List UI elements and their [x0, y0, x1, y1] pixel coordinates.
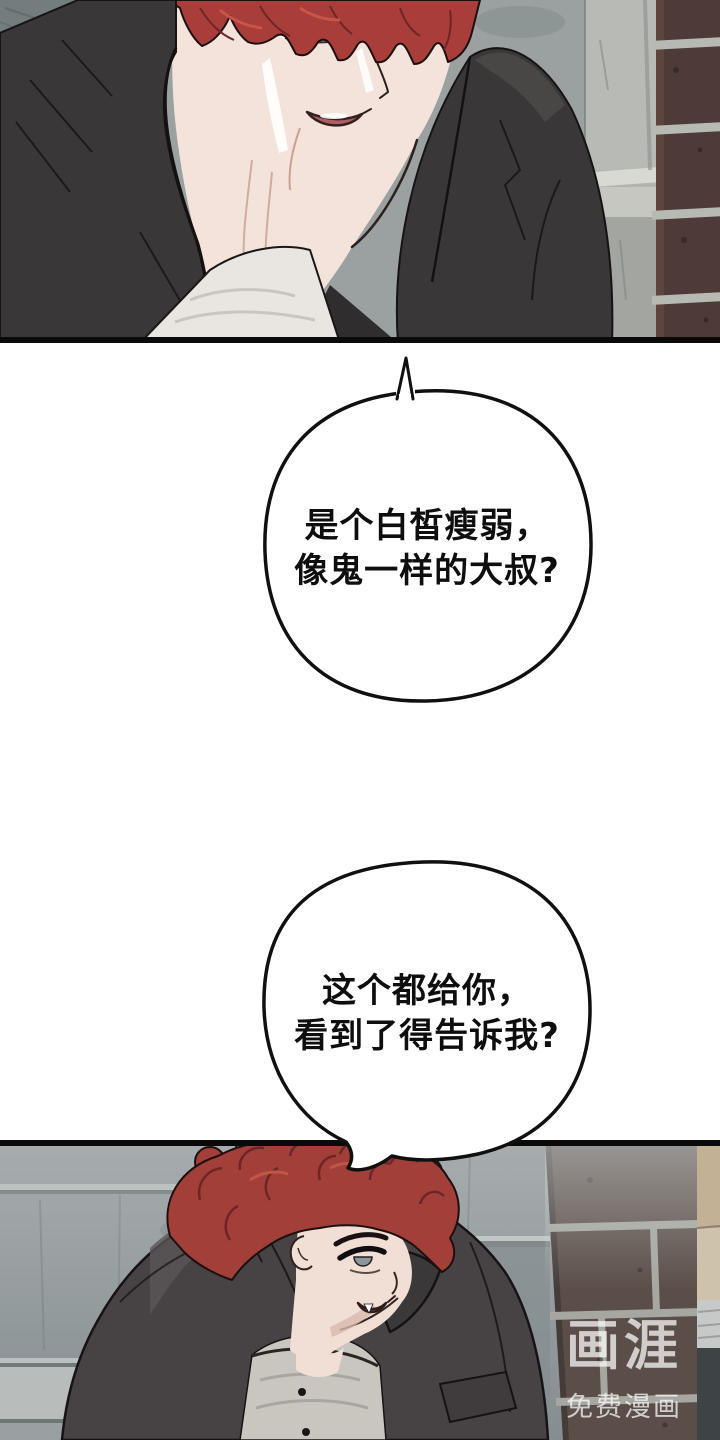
character-top [0, 0, 614, 343]
brick-pillar [545, 1140, 703, 1440]
character-face-bottom [289, 1213, 412, 1378]
character-jacket [0, 0, 614, 343]
speech-line: 像鬼一样的大叔? [294, 551, 560, 591]
speech-bubble-1-text: 是个白皙瘦弱， 像鬼一样的大叔? [262, 504, 592, 594]
panel-border [0, 337, 720, 343]
speech-bubble-1-shape [263, 356, 593, 703]
speech-bubble-2 [262, 860, 592, 1172]
speech-bubble-1 [263, 356, 593, 703]
bubble-tail [395, 356, 415, 401]
jacket-button [298, 1388, 306, 1396]
right-edge-blocks [696, 1140, 720, 1440]
character-hair [169, 0, 481, 65]
speech-line: 是个白皙瘦弱， [304, 506, 550, 546]
speech-bubble-2-shape [262, 860, 592, 1172]
speech-bubble-2-text: 这个都给你， 看到了得告诉我? [262, 969, 592, 1059]
character-bottom [60, 1140, 550, 1440]
watermark: 画涯 免费漫画 [538, 1314, 710, 1424]
jacket-button [302, 1428, 310, 1436]
speech-line: 看到了得告诉我? [294, 1016, 560, 1056]
panel-bottom-illustration [0, 1140, 720, 1440]
character-tshirt [139, 245, 341, 343]
panel-top-illustration [0, 0, 720, 343]
brick-wall [651, 0, 720, 343]
watermark-logo: 画涯 [566, 1314, 682, 1377]
watermark-tagline: 免费漫画 [566, 1391, 682, 1423]
speech-line: 这个都给你， [322, 971, 532, 1011]
